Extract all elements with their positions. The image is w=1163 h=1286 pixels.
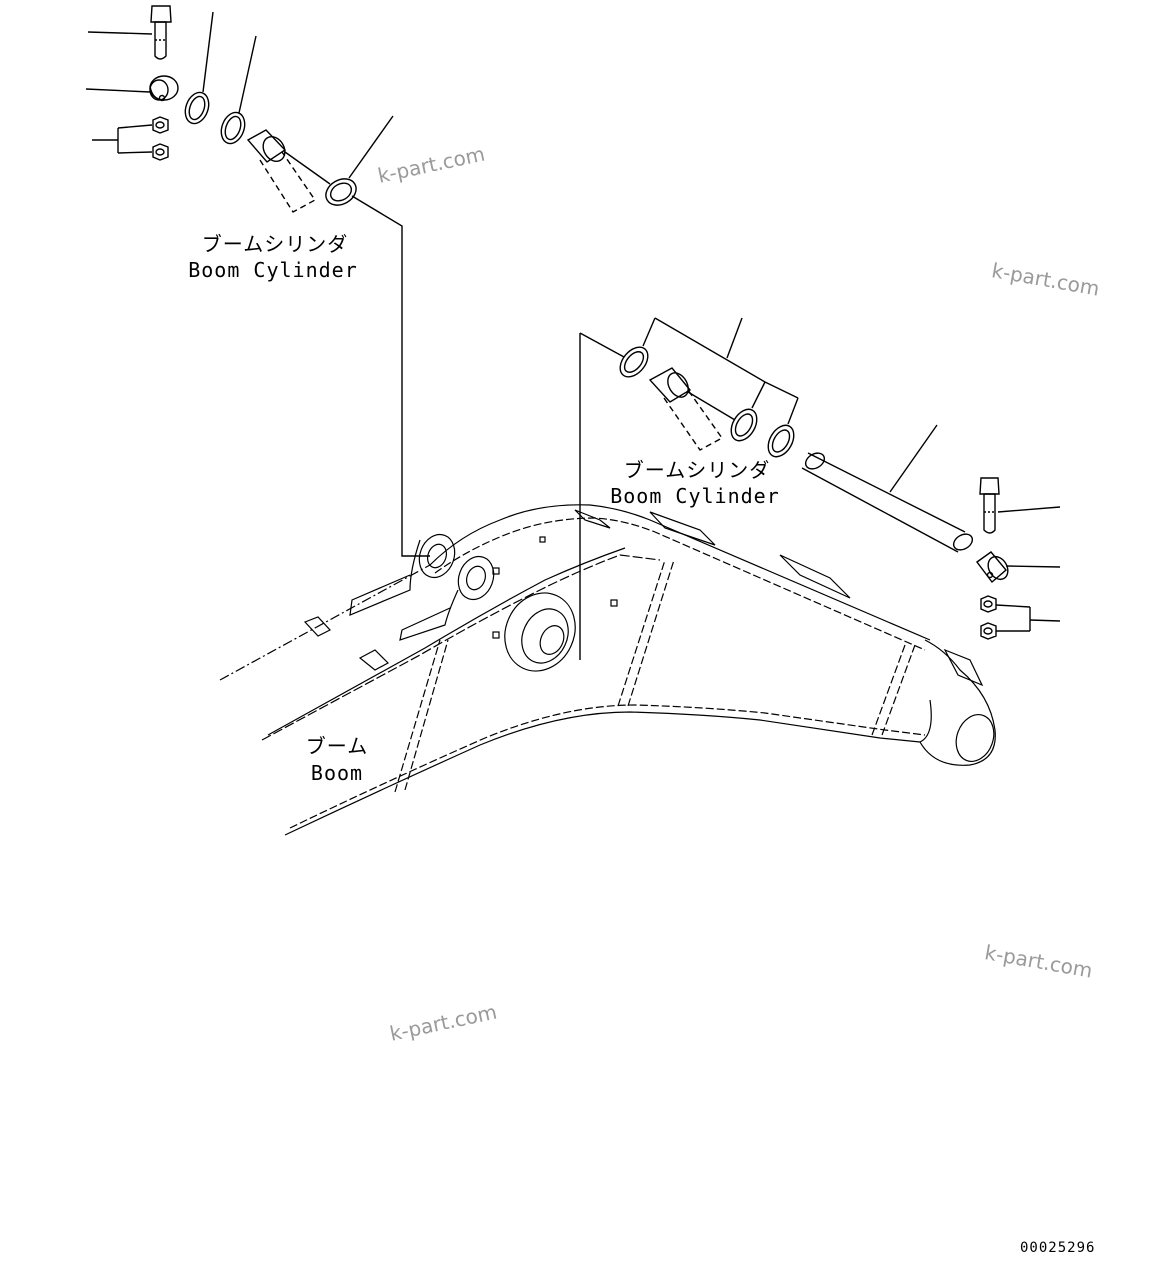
- right-parts-group: [579, 317, 1061, 660]
- nut-right-lower: [980, 622, 997, 640]
- document-number: 00025296: [1020, 1240, 1096, 1256]
- boom-cylinder-left-jp: ブームシリンダ: [201, 232, 349, 256]
- ring-left-2: [220, 111, 246, 145]
- ring-left-1: [184, 91, 210, 125]
- ring-right-1: [619, 346, 649, 378]
- ring-right-3: [767, 424, 795, 458]
- boom-cylinder-right-jp: ブームシリンダ: [623, 458, 771, 482]
- bolt-left: [150, 5, 172, 60]
- bushing-right: [648, 367, 724, 451]
- boom-cylinder-left-en: Boom Cylinder: [188, 258, 358, 282]
- ring-right-2: [730, 408, 758, 442]
- bushing-left: [246, 129, 317, 213]
- left-parts-group: [85, 5, 430, 557]
- bolt-right: [979, 477, 1000, 534]
- nut-left-upper: [152, 116, 169, 134]
- cylinder-boss: [504, 592, 576, 672]
- boom-label-en: Boom: [310, 761, 364, 785]
- collar-right: [976, 551, 1009, 584]
- nut-left-lower: [152, 143, 169, 161]
- ring-left-3: [325, 178, 357, 206]
- boom-label-jp: ブーム: [305, 734, 369, 758]
- boom-foot-pin: [801, 452, 974, 553]
- boom-outline: [219, 504, 996, 836]
- collar-left: [149, 75, 179, 102]
- boom-cylinder-right-en: Boom Cylinder: [610, 484, 780, 508]
- nut-right-upper: [980, 595, 997, 613]
